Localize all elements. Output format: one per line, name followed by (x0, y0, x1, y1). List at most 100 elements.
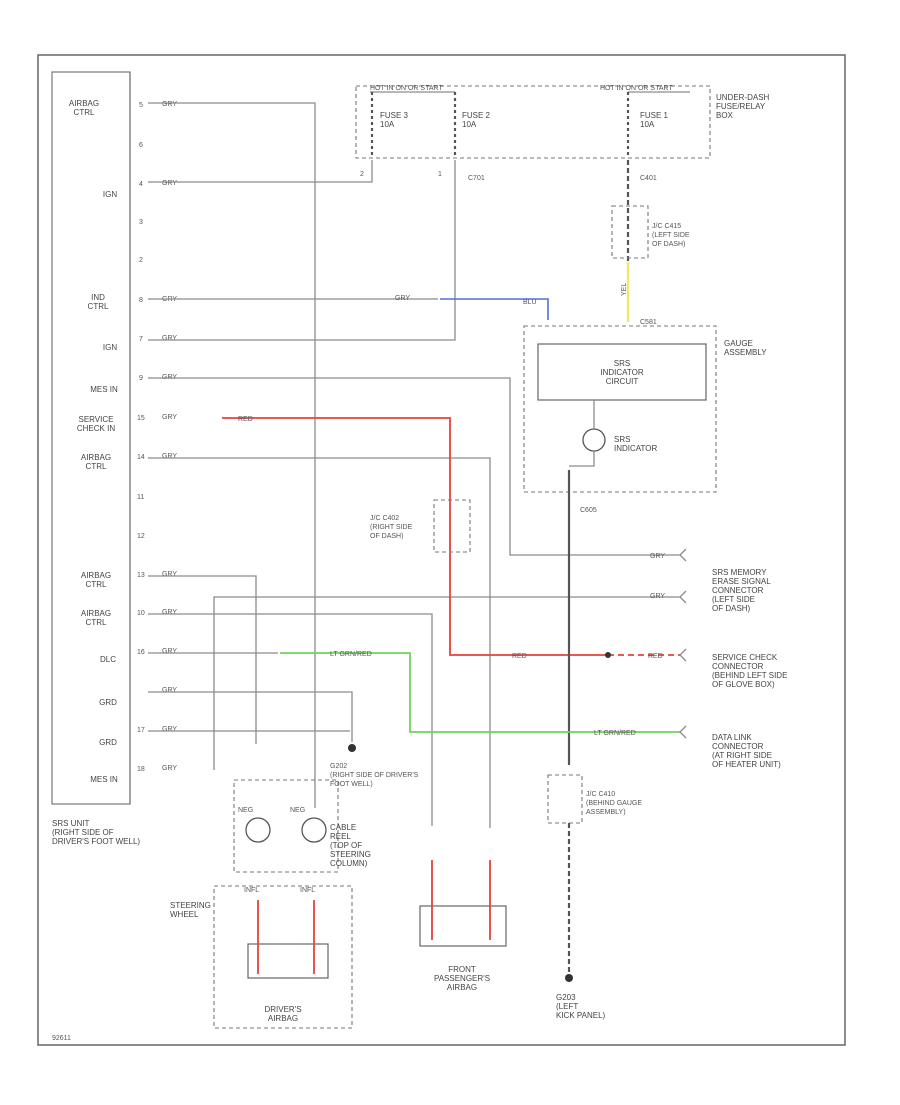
wire-blue (440, 298, 549, 320)
gry-wire-label-1: GRY (395, 295, 410, 302)
text-line: SRS UNIT (52, 819, 89, 828)
text-line: FUSE 1 (640, 111, 669, 120)
diagram-code: 92611 (52, 1035, 71, 1042)
text-line: COLUMN) (330, 859, 368, 868)
arrow-service-check (679, 648, 687, 662)
srs-label-ign-1: IGN (103, 190, 117, 199)
fuse-box (355, 85, 711, 159)
srs-wire-labels: GRY GRY GRY GRY GRY GRY GRY GRY GRY GRY … (162, 101, 177, 772)
wire-pin12 (213, 596, 680, 770)
text-line: SRS (614, 435, 630, 444)
text-line: DRIVER'S FOOT WELL) (52, 837, 140, 846)
wire-fuse2-down (148, 160, 456, 341)
text-line: DATA LINK (712, 733, 752, 742)
text-line: OF DASH) (652, 241, 685, 248)
red-label-2: RED (512, 653, 527, 660)
pin-5: 5 (139, 102, 143, 109)
wire-grd-1 (148, 691, 353, 742)
wire-pin5 (148, 102, 316, 808)
wire-pin10 (148, 613, 433, 826)
text-line: BOX (716, 111, 734, 120)
jc-c410-box (547, 774, 583, 824)
text-line: IND (91, 293, 105, 302)
srs-indicator-circuit-box (537, 343, 707, 401)
text-line: (LEFT SIDE (652, 232, 690, 239)
srs-label-mes-in-1: MES IN (90, 385, 118, 394)
text-line: G202 (330, 763, 347, 770)
text-line: ASSEMBLY (724, 348, 767, 357)
lt-grn-label-2: LT GRN/RED (594, 730, 636, 737)
text-line: AIRBAG (268, 1014, 298, 1023)
text-line: J/C C402 (370, 515, 399, 522)
splice-red (605, 652, 611, 658)
text-line: (BEHIND GAUGE (586, 800, 642, 807)
srs-unit-box (51, 71, 131, 805)
gry-label-8: GRY (162, 571, 177, 578)
arrow-data-link (679, 725, 687, 739)
yel-label: YEL (621, 283, 628, 296)
inflator-coil-2 (301, 817, 327, 843)
text-line: ERASE SIGNAL (712, 577, 771, 586)
gry-label-13: GRY (162, 765, 177, 772)
text-line: ASSEMBLY) (586, 809, 626, 816)
text-line: CIRCUIT (606, 377, 639, 386)
pin-18: 18 (137, 766, 145, 773)
text-line: (LEFT SIDE (712, 595, 755, 604)
c701-pin-1: 1 (438, 171, 442, 178)
wire-ign-fuse3 (148, 160, 373, 183)
ground-g203 (565, 974, 573, 982)
text-line: STEERING (170, 901, 211, 910)
srs-label-dlc: DLC (100, 655, 116, 664)
text-line: SRS MEMORY (712, 568, 767, 577)
text-line: CTRL (86, 618, 107, 627)
srs-pins: 5 6 4 3 2 8 7 9 15 14 11 12 13 10 16 17 … (137, 102, 145, 773)
gry-label-4: GRY (162, 335, 177, 342)
pin-11: 11 (137, 494, 144, 501)
c401-label: C401 (640, 175, 657, 182)
jc-c415-box (611, 205, 649, 259)
text-line: FUSE 3 (380, 111, 409, 120)
text-line: WHEEL (170, 910, 199, 919)
gry-label-2: GRY (162, 180, 177, 187)
c701-pin-2: 2 (360, 171, 364, 178)
wire-pin13 (148, 575, 257, 744)
inflator-label-1: INFL (244, 887, 259, 894)
wire-green (280, 652, 680, 733)
text-line: AIRBAG (81, 571, 111, 580)
gauge-box (523, 325, 717, 493)
red-label-3: RED (648, 653, 663, 660)
jc-c402-box (433, 499, 471, 553)
arrow-srs-memory-2 (679, 590, 687, 604)
c701-label: C701 (468, 175, 485, 182)
gry-label-9: GRY (162, 609, 177, 616)
pin-14: 14 (137, 454, 145, 461)
text-line: AIRBAG (447, 983, 477, 992)
text-line: DRIVER'S (264, 1005, 301, 1014)
text-line: (RIGHT SIDE (370, 524, 413, 531)
text-line: UNDER-DASH (716, 93, 770, 102)
text-line: CONNECTOR (712, 742, 764, 751)
srs-label-grd-2: GRD (99, 738, 117, 747)
pin-4: 4 (139, 181, 143, 188)
red-label-1: RED (238, 416, 253, 423)
text-line: (BEHIND LEFT SIDE (712, 671, 787, 680)
text-line: PASSENGER'S (434, 974, 490, 983)
